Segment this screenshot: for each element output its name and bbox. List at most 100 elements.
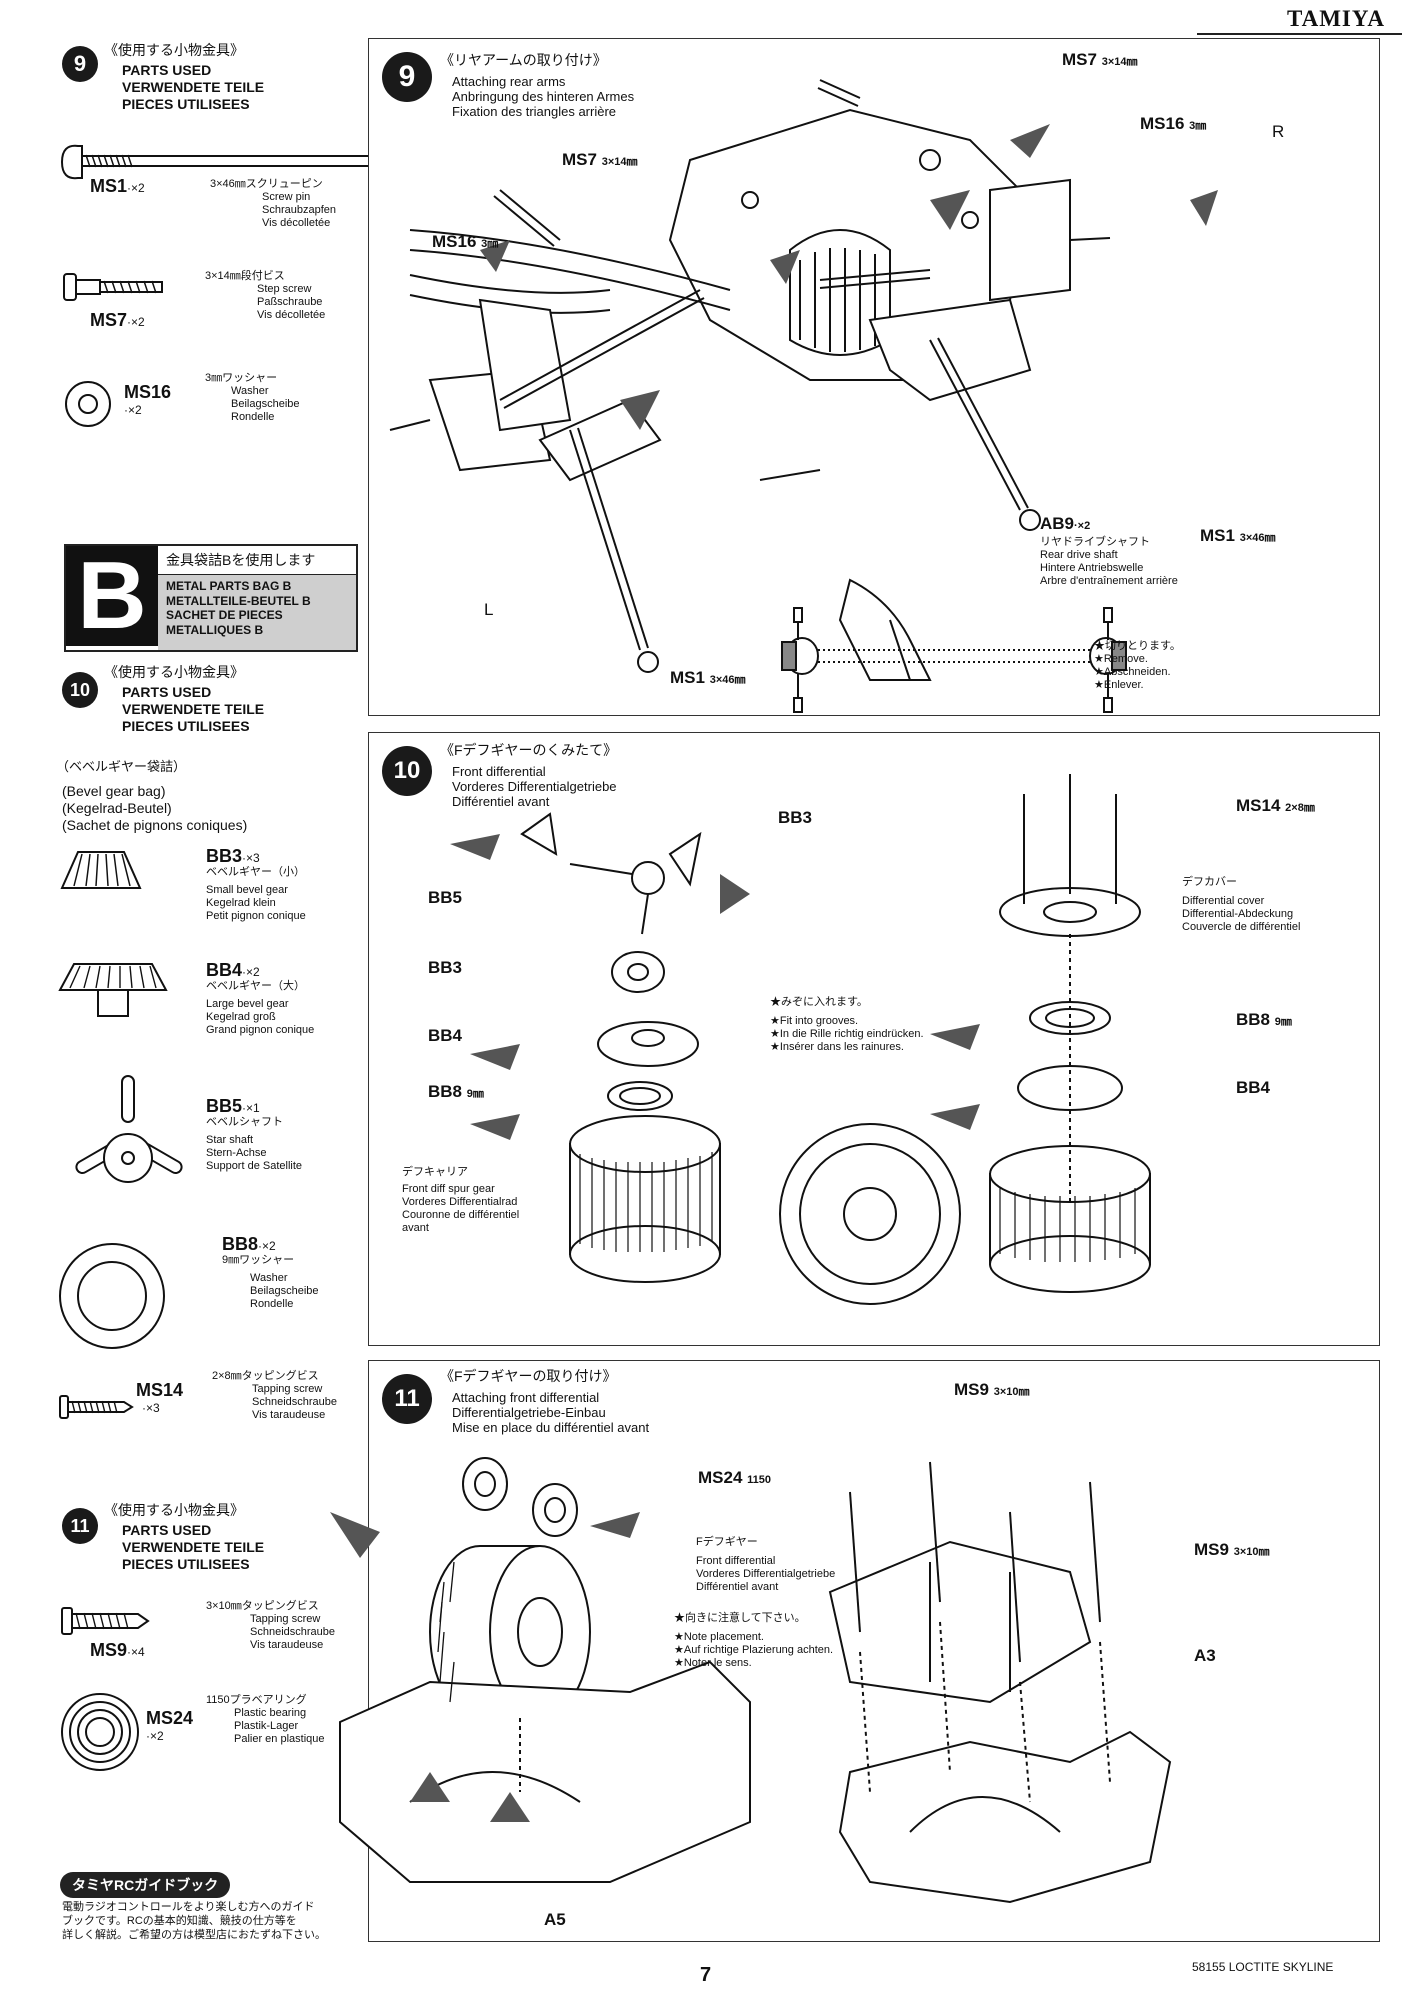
metal-parts-bag-b: B 金具袋詰Bを使用します METAL PARTS BAG B METALLTE… — [64, 544, 358, 652]
note-fr: ★Noter le sens. — [674, 1657, 752, 1669]
part-desc-ms9: 3×10㎜タッピングビス Tapping screw Schneidschrau… — [206, 1600, 335, 1652]
page-number: 7 — [700, 1964, 712, 1986]
placement-note: ★向きに注意して下さい。 ★Note placement. ★Auf richt… — [674, 1612, 833, 1670]
desc-jp: Fデフギヤー — [696, 1536, 758, 1548]
desc-en: Screw pin — [262, 191, 311, 203]
qty: ·×2 — [127, 315, 145, 329]
part-code-bb4: BB4·×2 — [206, 960, 260, 981]
note-de: ★In die Rille richtig eindrücken. — [770, 1028, 924, 1040]
code: BB4 — [206, 960, 243, 980]
size: 3×46㎜ — [1239, 532, 1276, 544]
desc-jp: デフカバー — [1182, 876, 1237, 888]
large-bevel-gear-drawing — [58, 963, 168, 1017]
desc-fr: Vis taraudeuse — [252, 1409, 326, 1421]
heading-fr: PIECES UTILISEES — [122, 1556, 250, 1572]
part-code-ms14: MS14·×3 — [136, 1380, 183, 1415]
desc-fr: Petit pignon conique — [206, 910, 306, 922]
code: MS1 — [90, 176, 128, 196]
size: 3×14㎜ — [1101, 56, 1138, 68]
code: MS24 — [146, 1708, 194, 1728]
part-code-bb5: BB5·×1 — [206, 1096, 260, 1117]
step-11-title-jp: 《Fデフギヤーの取り付け》 — [440, 1368, 617, 1384]
size: 3×10㎜ — [1233, 1546, 1270, 1558]
label-bb4-right: BB4 — [1236, 1078, 1271, 1097]
title-en: Attaching front differential — [452, 1390, 600, 1405]
desc-en: Plastic bearing — [234, 1707, 307, 1719]
desc-jp: 3×46㎜スクリューピン — [210, 178, 323, 190]
note-fr: ★Enlever. — [1094, 679, 1144, 691]
part-code-bb3: BB3·×3 — [206, 846, 260, 867]
note-jp: ★切りとります。 — [1094, 640, 1181, 652]
title-en: Attaching rear arms — [452, 74, 566, 89]
label-ms1-right: MS1 3×46㎜ — [1200, 526, 1275, 546]
code: MS1 — [1200, 526, 1235, 545]
label-r: R — [1272, 122, 1285, 141]
step-10-badge: 10 — [62, 672, 98, 708]
part-desc-bb8: 9㎜ワッシャー Washer Beilagscheibe Rondelle — [222, 1254, 319, 1311]
code: AB9 — [1040, 514, 1075, 533]
desc-en: Small bevel gear — [206, 884, 288, 896]
front-diff-install-drawing — [330, 1457, 1172, 1904]
bag-jp: 金具袋詰Bを使用します — [158, 546, 356, 575]
bag-line: METAL PARTS BAG B — [166, 579, 292, 593]
small-bevel-gear-drawing — [60, 851, 142, 889]
qty: ·×2 — [124, 403, 142, 417]
label-bb8-left: BB8 9㎜ — [428, 1082, 484, 1102]
desc-fr-2: avant — [402, 1222, 429, 1234]
heading-en: PARTS USED — [122, 684, 212, 700]
code: MS24 — [698, 1468, 743, 1487]
step-9-title: Attaching rear arms Anbringung des hinte… — [452, 74, 634, 119]
code: MS9 — [954, 1380, 989, 1399]
guide-line: ブックです。RCの基本的知識、競技の仕方等を — [62, 1915, 297, 1927]
grooves-note: ★みぞに入れます。 ★Fit into grooves. ★In die Ril… — [770, 996, 924, 1054]
code: MS9 — [90, 1640, 128, 1660]
step-10-number: 10 — [382, 746, 432, 796]
code: MS7 — [562, 150, 597, 169]
step-10-title-jp: 《Fデフギヤーのくみたて》 — [440, 742, 618, 758]
desc-de: Vorderes Differentialgetriebe — [696, 1568, 836, 1580]
desc-jp: 9㎜ワッシャー — [222, 1254, 295, 1266]
desc-de: Schneidschraube — [250, 1626, 336, 1638]
size: 3㎜ — [481, 238, 499, 250]
part-desc-bb4: ベベルギヤー（大） Large bevel gear Kegelrad groß… — [206, 980, 314, 1037]
part-desc-ms1: 3×46㎜スクリューピン Screw pin Schraubzapfen Vis… — [210, 178, 336, 230]
part-desc-ms16: 3㎜ワッシャー Washer Beilagscheibe Rondelle — [205, 372, 300, 424]
desc-de: Plastik-Lager — [234, 1720, 299, 1732]
desc-jp: 3×10㎜タッピングビス — [206, 1600, 319, 1612]
qty: ·×4 — [127, 1645, 145, 1659]
step-11-title: Attaching front differential Differentia… — [452, 1390, 649, 1435]
ab9-desc: リヤドライブシャフト Rear drive shaft Hintere Antr… — [1040, 536, 1178, 588]
desc-fr: Arbre d'entraînement arrière — [1040, 575, 1178, 587]
note-en: ★Remove. — [1094, 653, 1148, 665]
note-fr: ★Insérer dans les rainures. — [770, 1041, 904, 1053]
size: 2×8㎜ — [1285, 802, 1315, 814]
desc-fr: Rondelle — [250, 1298, 294, 1310]
title-fr: Mise en place du différentiel avant — [452, 1420, 650, 1435]
label-a5: A5 — [544, 1910, 566, 1929]
desc-de: Beilagscheibe — [250, 1285, 319, 1297]
desc-en: Tapping screw — [252, 1383, 323, 1395]
size: 9㎜ — [1274, 1016, 1292, 1028]
front-diff-desc: Fデフギヤー Front differential Vorderes Diffe… — [696, 1536, 835, 1594]
desc-fr: Grand pignon conique — [206, 1024, 315, 1036]
desc-jp: デフキャリア — [402, 1166, 468, 1178]
parts-used-heading: PARTS USED VERWENDETE TEILE PIECES UTILI… — [122, 62, 264, 113]
bag-line: (Kegelrad-Beutel) — [62, 800, 172, 816]
bevel-bag-jp: （ベベルギヤー袋詰） — [56, 759, 187, 774]
code: BB5 — [206, 1096, 243, 1116]
desc-fr: Couronne de différentiel — [402, 1209, 520, 1221]
qty: ·×2 — [127, 181, 145, 195]
bag-text: METAL PARTS BAG B METALLTEILE-BEUTEL B S… — [158, 575, 356, 650]
size: 3㎜ — [1189, 120, 1207, 132]
front-diff-assembly-drawing — [450, 774, 1151, 1305]
desc-de: Schraubzapfen — [262, 204, 336, 216]
step-11-badge: 11 — [62, 1508, 98, 1544]
desc-jp: 3㎜ワッシャー — [205, 372, 278, 384]
size: 1150 — [747, 1474, 772, 1486]
bag-line: METALLTEILE-BEUTEL B — [166, 593, 311, 608]
step-11-number: 11 — [382, 1374, 432, 1424]
note-jp: ★向きに注意して下さい。 — [674, 1612, 806, 1624]
desc-en: Tapping screw — [250, 1613, 321, 1625]
rc-guidebook-badge: タミヤRCガイドブック — [60, 1872, 231, 1898]
title-de: Anbringung des hinteren Armes — [452, 89, 635, 104]
